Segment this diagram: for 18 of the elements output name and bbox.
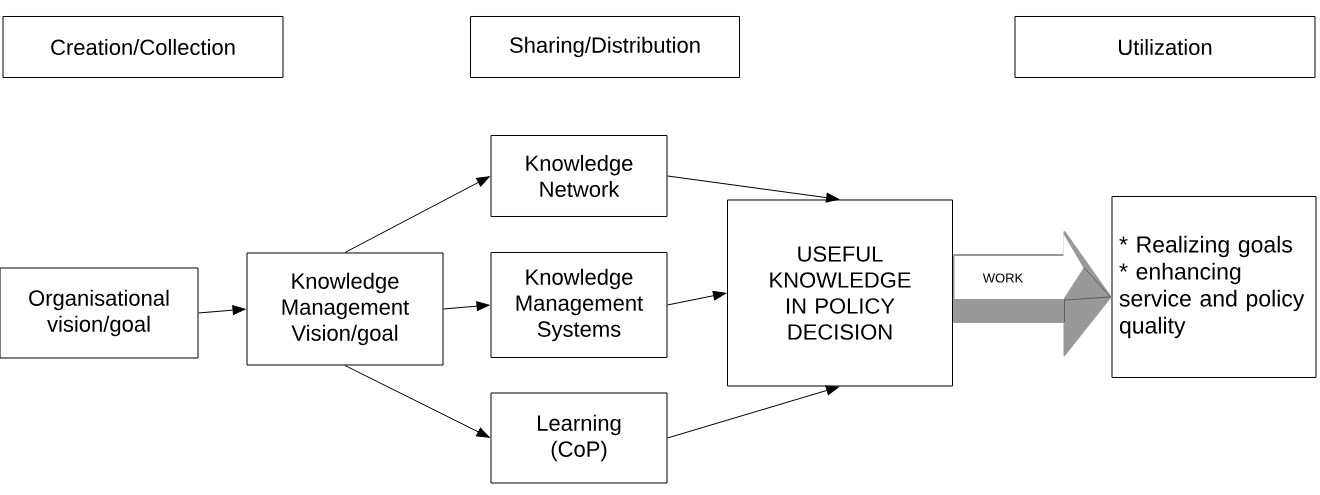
arrow: [344, 176, 490, 253]
process-box: USEFUL KNOWLEDGE IN POLICY DECISION: [727, 199, 953, 387]
process-box: Knowledge Network: [490, 135, 668, 217]
arrow: [667, 385, 840, 439]
arrow: [344, 365, 490, 438]
process-box: Knowledge Management Vision/goal: [246, 252, 444, 366]
phase-box: Utilization: [1014, 16, 1316, 78]
process-box: Learning (CoP): [490, 392, 668, 484]
outcome-box: * Realizing goals * enhancing service and policy quality: [1111, 196, 1317, 378]
phase-box: Creation/Collection: [2, 16, 284, 78]
arrow: [198, 305, 246, 315]
process-box: Organisational vision/goal: [0, 267, 199, 359]
arrow: [443, 301, 490, 312]
arrow: [667, 175, 840, 203]
edge-label: WORK: [982, 273, 1024, 283]
process-box: Knowledge Management Systems: [490, 252, 668, 358]
phase-box: Sharing/Distribution: [470, 16, 740, 78]
arrow: [667, 290, 727, 306]
